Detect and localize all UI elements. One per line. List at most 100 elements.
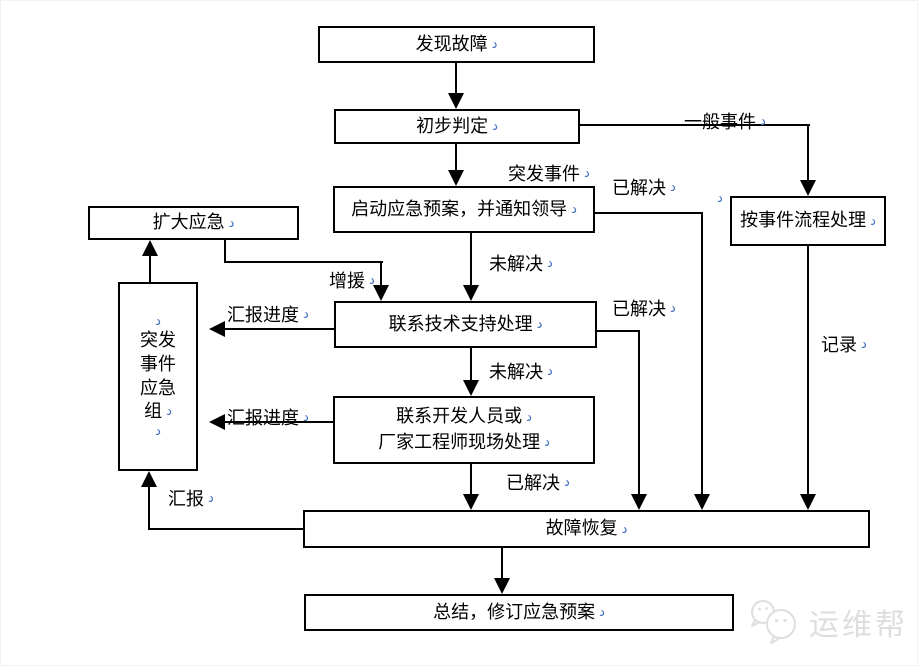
label-report-progress-2: 汇报进度 د xyxy=(227,404,309,430)
node-emergency-group-line4: 组 د xyxy=(144,401,172,423)
node-emergency-group: د 突发 事件 应急 组 د د xyxy=(118,282,198,471)
label-resolved-1: 已解决 د xyxy=(612,174,676,200)
edge-techsupport-to-dev-line xyxy=(470,348,472,382)
paragraph-mark-icon: د xyxy=(670,179,676,195)
edge-recovery-to-summary-arrowhead xyxy=(494,578,510,594)
node-fault-recovery: 故障恢复 د xyxy=(303,510,870,548)
paragraph-mark-icon: د xyxy=(599,605,605,620)
edge-dev-to-group-arrowhead xyxy=(209,414,225,430)
edge-techsupport-to-recovery-arrowhead xyxy=(631,494,647,510)
paragraph-mark-icon: د xyxy=(303,306,309,322)
paragraph-mark-icon: د xyxy=(369,272,375,288)
edge-startplan-to-recovery-arrowhead xyxy=(694,494,710,510)
edge-expand-to-techsupport-hline xyxy=(224,261,383,263)
label-general-event: 一般事件 د xyxy=(684,108,766,134)
edge-expand-to-techsupport-arrowhead xyxy=(373,285,389,301)
edge-techsupport-to-recovery-vline xyxy=(638,330,640,496)
paragraph-mark-icon: د xyxy=(166,404,172,420)
edge-judgement-to-startplan-line xyxy=(455,144,457,172)
label-resolved-2: 已解决 د xyxy=(612,295,676,321)
label-resolved-3-text: 已解决 xyxy=(506,473,560,493)
node-contact-tech-support-text: 联系技术支持处理 xyxy=(388,313,533,334)
label-resolved-2-text: 已解决 xyxy=(612,299,666,319)
edge-recovery-to-group-hline xyxy=(149,528,303,530)
edge-discover-to-judgement-arrowhead xyxy=(448,93,464,109)
label-report-progress-1-text: 汇报进度 xyxy=(227,305,299,325)
node-initial-judgement-label: 初步判定 د xyxy=(416,116,498,138)
edge-techsupport-to-group-arrowhead xyxy=(209,321,225,337)
paragraph-mark-icon: د xyxy=(564,474,570,490)
label-resolved-1-text: 已解决 xyxy=(612,178,666,198)
paragraph-mark-icon: د xyxy=(547,363,553,379)
paragraph-mark-icon: د xyxy=(155,314,161,330)
node-contact-tech-support-label: 联系技术支持处理 د xyxy=(389,314,543,336)
paragraph-mark-icon: د xyxy=(491,37,498,52)
node-start-emergency-plan: 启动应急预案，并通知领导 د xyxy=(333,186,595,233)
edge-recovery-to-summary-line xyxy=(501,548,503,580)
node-contact-dev-vendor-line1: 联系开发人员或 د xyxy=(396,406,532,428)
paragraph-mark-icon: د xyxy=(717,191,723,206)
paragraph-mark-icon: د xyxy=(584,165,590,181)
node-handle-by-event-process-label: 按事件流程处理 د xyxy=(740,210,876,232)
label-reinforcement: 增援 د xyxy=(329,267,375,293)
edge-group-to-expand-arrowhead xyxy=(142,240,158,256)
node-handle-by-event-process-text: 按事件流程处理 xyxy=(740,210,867,231)
edge-group-to-expand-line xyxy=(149,254,151,282)
paragraph-mark-icon: د xyxy=(861,336,867,352)
node-summarize-revise-plan: 总结，修订应急预案 د xyxy=(304,594,734,631)
node-summarize-revise-plan-label: 总结，修订应急预案 د xyxy=(433,602,605,624)
edge-techsupport-to-recovery-hline xyxy=(597,330,640,332)
node-contact-tech-support: 联系技术支持处理 د xyxy=(334,301,597,348)
edge-judgement-to-eventprocess-hline xyxy=(580,124,810,126)
edge-startplan-to-techsupport-arrowhead xyxy=(463,285,479,301)
edge-startplan-to-recovery-vline xyxy=(701,212,703,496)
label-unresolved-1: 未解决 د xyxy=(489,250,553,276)
node-discover-fault-label: 发现故障 د xyxy=(416,34,498,56)
label-unresolved-2-text: 未解决 xyxy=(489,362,543,382)
node-contact-dev-vendor-line2: 厂家工程师现场处理 د xyxy=(378,432,550,454)
node-fault-recovery-text: 故障恢复 xyxy=(545,518,618,539)
node-discover-fault: 发现故障 د xyxy=(318,26,595,63)
label-record: 记录 د xyxy=(821,331,867,357)
edge-dev-to-group-line xyxy=(225,421,333,423)
node-emergency-group-text1: 突发 xyxy=(140,330,176,351)
node-start-emergency-plan-label: 启动应急预案，并通知领导 د xyxy=(351,199,577,221)
node-initial-judgement-text: 初步判定 xyxy=(416,115,489,136)
edge-expand-to-techsupport-vline1 xyxy=(224,240,226,263)
node-contact-dev-vendor-text2: 厂家工程师现场处理 xyxy=(378,432,541,452)
label-unresolved-1-text: 未解决 xyxy=(489,254,543,274)
paragraph-mark-icon: د xyxy=(621,521,628,537)
edge-startplan-to-techsupport-line xyxy=(470,233,472,287)
label-emergency-event-text: 突发事件 xyxy=(508,164,580,184)
label-report-progress-2-text: 汇报进度 xyxy=(227,408,299,428)
paragraph-mark-icon: د xyxy=(547,255,553,271)
node-emergency-group-line2: 事件 xyxy=(140,354,176,376)
edge-eventprocess-to-recovery-arrowhead xyxy=(800,494,816,510)
edge-judgement-to-startplan-arrowhead xyxy=(448,170,464,186)
node-summarize-revise-plan-text: 总结，修订应急预案 xyxy=(433,601,596,622)
edge-expand-to-techsupport-vline2 xyxy=(380,261,382,287)
paragraph-mark-icon: د xyxy=(228,215,235,231)
edge-recovery-to-group-arrowhead xyxy=(141,471,157,487)
label-report-progress-1: 汇报进度 د xyxy=(227,301,309,327)
edge-techsupport-to-group-line xyxy=(225,328,334,330)
edge-recovery-to-group-vline xyxy=(148,485,150,530)
chat-bubbles-icon xyxy=(751,600,796,644)
watermark-brand-text: 运维帮 xyxy=(809,609,908,642)
node-emergency-group-line1: 突发 xyxy=(140,330,176,352)
paragraph-mark-icon: د xyxy=(544,435,550,451)
edge-startplan-to-recovery-hline xyxy=(595,212,703,214)
edge-judgement-to-eventprocess-vline xyxy=(807,124,809,182)
paragraph-mark-icon: د xyxy=(536,317,543,332)
label-record-text: 记录 xyxy=(821,335,857,355)
node-fault-recovery-label: 故障恢复 د xyxy=(546,518,628,540)
label-report: 汇报 د xyxy=(168,485,214,511)
paragraph-mark-icon: د xyxy=(526,409,532,425)
node-emergency-group-text4: 组 xyxy=(144,401,163,422)
label-general-event-text: 一般事件 xyxy=(684,112,756,132)
paragraph-mark-icon: د xyxy=(492,119,498,134)
label-unresolved-2: 未解决 د xyxy=(489,358,553,384)
paragraph-mark-icon: د xyxy=(571,202,577,217)
paragraph-mark-icon: د xyxy=(155,423,161,439)
